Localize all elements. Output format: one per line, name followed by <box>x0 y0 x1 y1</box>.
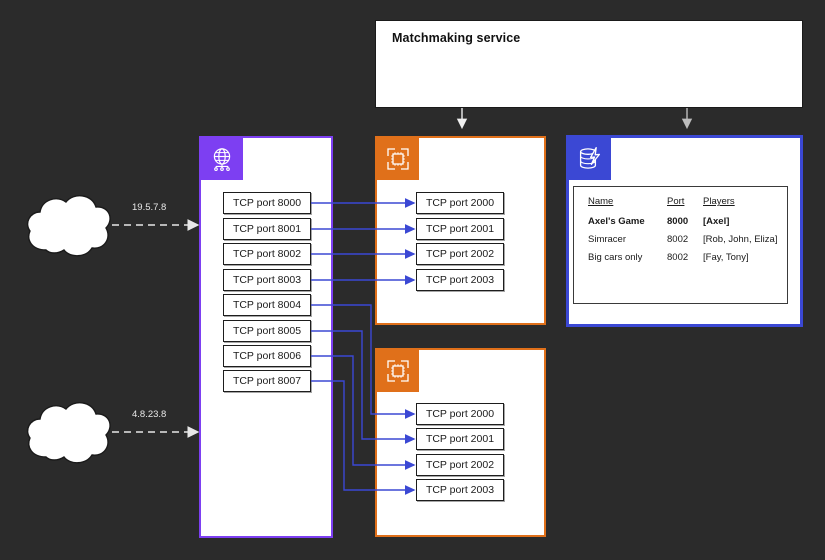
cell-port: 8002 <box>667 234 689 245</box>
database-lightning-icon <box>569 138 611 180</box>
lb-port-8004[interactable]: TCP port 8004 <box>223 294 311 316</box>
task-top-port-2002[interactable]: TCP port 2002 <box>416 243 504 265</box>
table-row[interactable]: Simracer 8002 [Rob, John, Eliza] <box>588 234 777 252</box>
column-header-name: Name <box>588 196 614 207</box>
task-bottom-port-2003[interactable]: TCP port 2003 <box>416 479 504 501</box>
matchmaking-service-title: Matchmaking service <box>392 31 521 45</box>
lb-port-8002[interactable]: TCP port 8002 <box>223 243 311 265</box>
cell-port: 8000 <box>667 216 689 227</box>
column-header-port: Port <box>667 196 685 207</box>
database-table: Name Port Players Axel's Game 8000 [Axel… <box>588 196 777 270</box>
lb-port-8007[interactable]: TCP port 8007 <box>223 370 311 392</box>
cell-players: [Rob, John, Eliza] <box>703 234 778 245</box>
column-header-players: Players <box>703 196 735 207</box>
cell-port: 8002 <box>667 252 689 263</box>
internet-cloud-bottom <box>26 402 111 464</box>
container-chip-icon <box>377 138 419 180</box>
cell-name: Axel's Game <box>588 216 645 227</box>
cell-players: [Fay, Tony] <box>703 252 749 263</box>
lb-port-8003[interactable]: TCP port 8003 <box>223 269 311 291</box>
lb-port-8006[interactable]: TCP port 8006 <box>223 345 311 367</box>
ip-label-top: 19.5.7.8 <box>132 202 167 213</box>
container-chip-icon <box>377 350 419 392</box>
task-top-port-2003[interactable]: TCP port 2003 <box>416 269 504 291</box>
cell-name: Big cars only <box>588 252 643 263</box>
ip-label-bottom: 4.8.23.8 <box>132 409 167 420</box>
task-bottom-port-2000[interactable]: TCP port 2000 <box>416 403 504 425</box>
internet-cloud-top <box>26 195 111 257</box>
database-table-frame: Name Port Players Axel's Game 8000 [Axel… <box>573 186 788 304</box>
lb-port-8005[interactable]: TCP port 8005 <box>223 320 311 342</box>
lb-port-8000[interactable]: TCP port 8000 <box>223 192 311 214</box>
globe-network-icon <box>201 138 243 180</box>
cell-players: [Axel] <box>703 216 730 227</box>
lb-port-8001[interactable]: TCP port 8001 <box>223 218 311 240</box>
task-bottom-port-2001[interactable]: TCP port 2001 <box>416 428 504 450</box>
table-row[interactable]: Axel's Game 8000 [Axel] <box>588 216 777 234</box>
task-top-port-2000[interactable]: TCP port 2000 <box>416 192 504 214</box>
table-row[interactable]: Big cars only 8002 [Fay, Tony] <box>588 252 777 270</box>
task-bottom-port-2002[interactable]: TCP port 2002 <box>416 454 504 476</box>
cell-name: Simracer <box>588 234 627 245</box>
table-header-row: Name Port Players <box>588 196 777 216</box>
matchmaking-service-box: Matchmaking service <box>375 20 803 108</box>
task-top-port-2001[interactable]: TCP port 2001 <box>416 218 504 240</box>
